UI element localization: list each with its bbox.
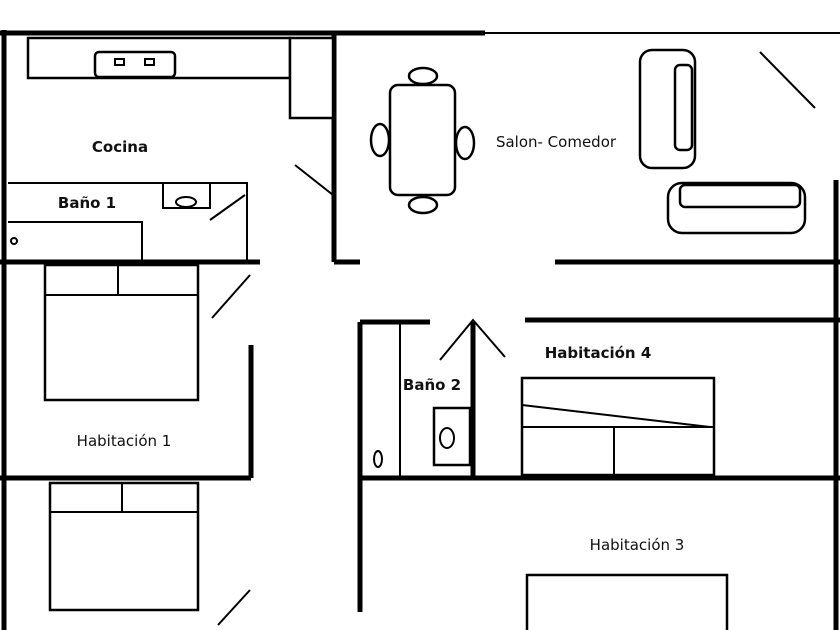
room-label-habitacion-4: Habitación 4: [545, 344, 652, 362]
room-label-habitacion-1: Habitación 1: [77, 432, 172, 450]
room-label-bano-1: Baño 1: [58, 194, 116, 212]
bedroom-1-bed: [43, 263, 251, 402]
walls: [0, 30, 840, 630]
bathroom-1-fixtures: [8, 182, 248, 262]
room-label-bano-2: Baño 2: [403, 376, 461, 394]
bedroom-3-bed: [525, 573, 729, 630]
bedroom-4-bunk: [520, 376, 716, 477]
room-label-habitacion-3: Habitación 3: [590, 536, 685, 554]
dining-table: [369, 66, 476, 215]
bathroom-2-fixtures: [373, 318, 506, 468]
room-label-salon-comedor: Salon- Comedor: [496, 133, 617, 151]
sofas: [638, 48, 816, 235]
room-label-cocina: Cocina: [92, 138, 148, 156]
bedroom-2-bed: [48, 481, 251, 626]
kitchen-fixtures: [26, 36, 335, 196]
